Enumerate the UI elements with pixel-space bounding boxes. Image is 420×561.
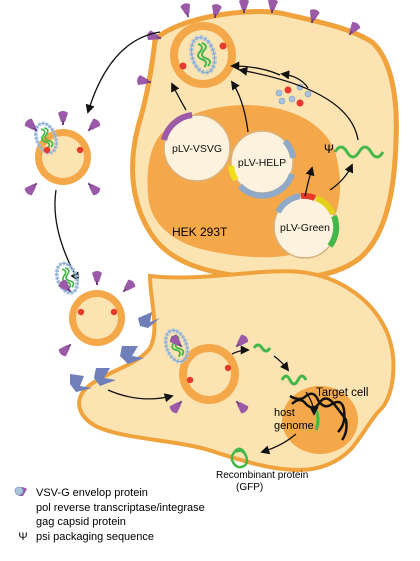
gfp-protein bbox=[230, 447, 249, 469]
legend-text-psi: psi packaging sequence bbox=[36, 530, 155, 543]
legend-text-gag: gag capsid protein bbox=[36, 516, 126, 529]
legend-row-envelope: VSV-G envelop protein bbox=[14, 486, 205, 501]
rna-strand bbox=[333, 145, 385, 159]
recombinant-protein-label: Recombinant protein (GFP) bbox=[216, 470, 311, 493]
legend-row-pol: pol reverse transcriptase/integrase bbox=[14, 487, 205, 516]
producer-arrows bbox=[171, 61, 359, 197]
target-arrows bbox=[107, 345, 319, 455]
target-rna bbox=[252, 343, 272, 353]
host-genome-label: host genome bbox=[274, 407, 314, 432]
protein-cluster bbox=[275, 83, 312, 107]
legend-row-gag: gag capsid protein bbox=[14, 486, 205, 530]
psi-symbol: Ψ bbox=[324, 142, 334, 156]
plasmid-helper: pLV-HELP bbox=[228, 130, 296, 199]
host-genome-dna bbox=[289, 392, 348, 441]
plasmid-vsvg-label: pLV-VSVG bbox=[172, 143, 222, 155]
plasmid-vsvg: pLV-VSVG bbox=[161, 112, 231, 182]
receptors bbox=[70, 312, 160, 392]
reverse-transcribed-dna bbox=[280, 374, 308, 386]
free-virion bbox=[23, 111, 102, 197]
plasmid-transfer-label: pLV-Green bbox=[280, 222, 330, 234]
entering-virion bbox=[162, 327, 250, 415]
legend-row-psi: Ψ psi packaging sequence bbox=[14, 530, 205, 545]
target-cell-label: Target cell bbox=[316, 387, 368, 399]
legend-text-pol: pol reverse transcriptase/integrase bbox=[36, 501, 205, 514]
budding-virion bbox=[146, 2, 236, 88]
attaching-virion bbox=[51, 258, 137, 358]
plasmid-transfer: pLV-Green bbox=[273, 192, 340, 259]
legend-text-envelope: VSV-G envelop protein bbox=[36, 487, 148, 500]
legend: VSV-G envelop protein pol reverse transc… bbox=[14, 486, 205, 544]
psi-icon: Ψ bbox=[18, 530, 28, 543]
producer-cell-label: HEK 293T bbox=[172, 225, 228, 239]
plasmid-helper-label: pLV-HELP bbox=[238, 157, 286, 169]
